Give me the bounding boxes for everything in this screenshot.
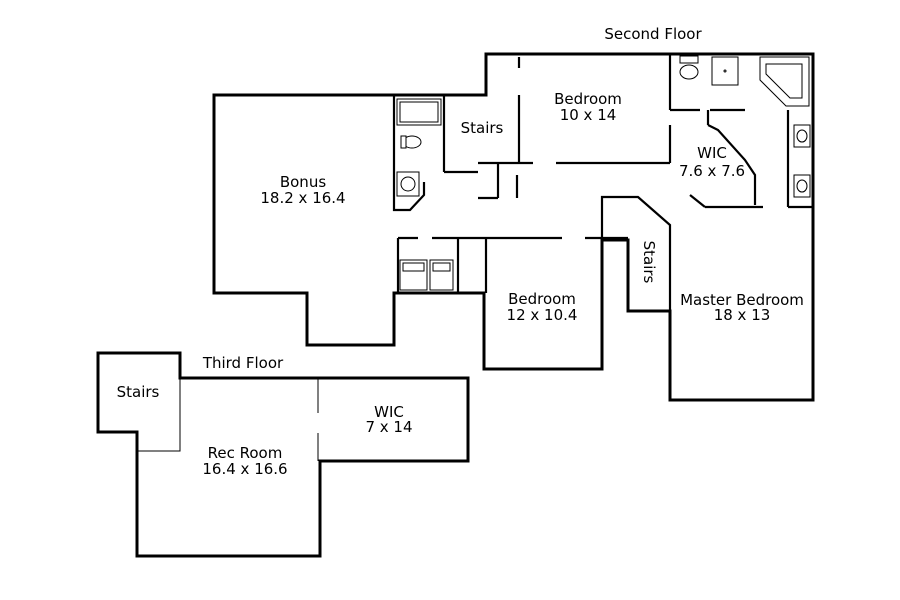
- stairs-top-label: Stairs: [461, 119, 504, 137]
- bedroom-mid-size: 12 x 10.4: [507, 306, 578, 324]
- second-floor-title: Second Floor: [604, 25, 702, 43]
- wic-third-size: 7 x 14: [365, 418, 412, 436]
- shower-icon: [711, 56, 739, 86]
- third-stairs-wall: [136, 378, 181, 452]
- third-floor-title: Third Floor: [202, 354, 284, 372]
- wic-master-size: 7.6 x 7.6: [679, 162, 745, 180]
- sink-icon: [396, 171, 420, 197]
- rec-room-size: 16.4 x 16.6: [202, 460, 287, 478]
- third-floor: Third Floor Stairs WIC 7 x 14 Rec Room 1…: [96, 351, 470, 558]
- master-bedroom-size: 18 x 13: [714, 306, 771, 324]
- wic-master-name: WIC: [697, 144, 727, 162]
- bedroom-top-name: Bedroom: [554, 90, 622, 108]
- third-floor-exterior-wall: [96, 351, 470, 558]
- stairs-mid-label: Stairs: [640, 241, 658, 284]
- wic-angled-wall: [707, 124, 757, 205]
- second-floor-exterior-wall: [212, 52, 815, 402]
- bonus-bath-wall: [392, 95, 426, 212]
- rec-room-name: Rec Room: [208, 444, 283, 462]
- bedroom-top-size: 10 x 14: [560, 106, 617, 124]
- bonus-room-name: Bonus: [280, 173, 326, 191]
- wic-third-name: WIC: [374, 403, 404, 421]
- second-floor: Second Floor Bonus 18.2 x 16.4 Stairs Be…: [212, 25, 815, 402]
- bedroom-mid-name: Bedroom: [508, 290, 576, 308]
- wic-bottom-angle: [689, 194, 706, 208]
- bonus-room-size: 18.2 x 16.4: [260, 189, 345, 207]
- stairs-third-label: Stairs: [117, 383, 160, 401]
- master-toilet-icon: [679, 64, 699, 80]
- master-bedroom-name: Master Bedroom: [680, 291, 804, 309]
- dryer-icon: [429, 259, 454, 291]
- vanity-sink-icon: [793, 174, 811, 198]
- washer-icon: [399, 259, 428, 291]
- vanity-sink-icon: [793, 124, 811, 148]
- master-hall-angle-wall: [600, 195, 672, 311]
- bathtub-icon: [396, 98, 442, 126]
- corner-tub-icon: [759, 56, 810, 107]
